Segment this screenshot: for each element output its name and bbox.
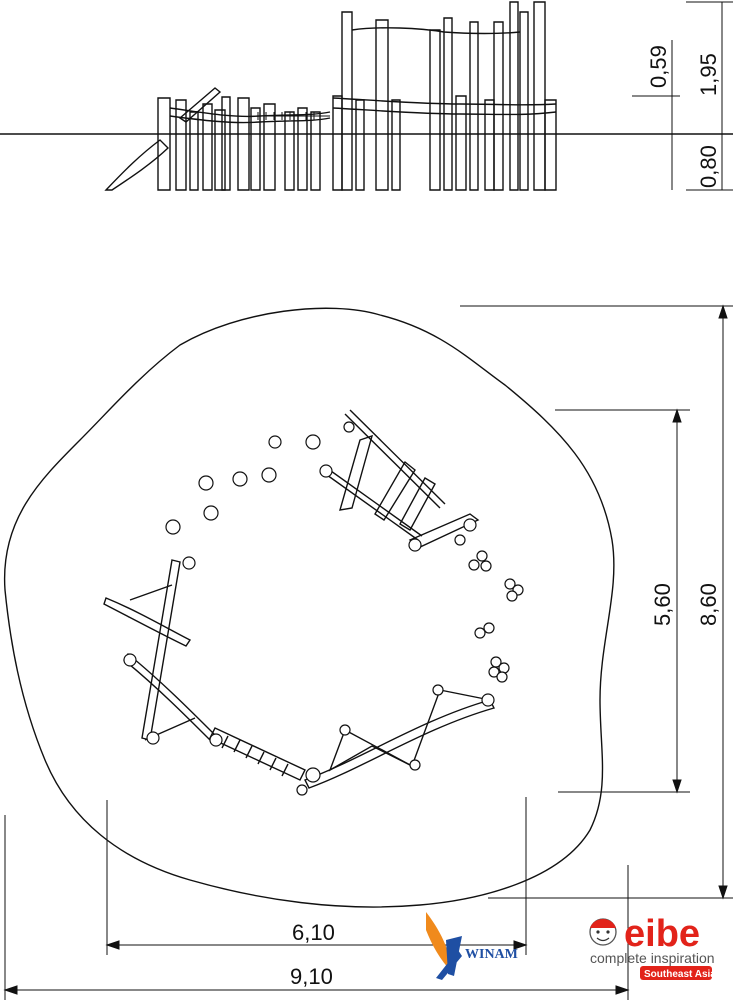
eibe-wordmark: eibe [624, 913, 700, 955]
winam-swoosh-icon [426, 912, 452, 972]
height-above-label: 0,59 [646, 45, 671, 88]
mid-beam-2 [332, 107, 557, 116]
left-climber [103, 559, 219, 746]
mid-beam [332, 97, 557, 106]
plan-dimensions [3, 304, 733, 1000]
elevation-dimensions [632, 1, 733, 191]
inner-width-label: 6,10 [292, 920, 335, 945]
eibe-tagline: complete inspiration [590, 950, 715, 966]
net-climber [304, 689, 496, 789]
elevation-view [0, 1, 733, 191]
outer-width-label: 9,10 [290, 964, 333, 989]
low-beam-2 [169, 115, 331, 124]
stepping-posts [123, 421, 524, 796]
outer-height-label: 8,60 [696, 583, 721, 626]
rope-bridge [209, 727, 306, 781]
low-posts [157, 96, 321, 191]
bridge-slats [255, 112, 330, 120]
winam-logo: WINAM [426, 912, 518, 980]
depth-below-label: 0,80 [696, 145, 721, 188]
eibe-region-text: Southeast Asia [644, 969, 716, 980]
height-total-label: 1,95 [696, 53, 721, 96]
eibe-logo: eibe complete inspiration Southeast Asia [589, 913, 716, 980]
winam-figure-icon [436, 936, 462, 980]
plan-view [3, 307, 615, 908]
inner-height-label: 5,60 [650, 583, 675, 626]
slide [104, 139, 170, 191]
winam-text: WINAM [465, 947, 518, 962]
climbing-ladder [319, 409, 480, 549]
tall-posts [332, 1, 557, 191]
safety-area-outline [3, 307, 615, 908]
eibe-face-icon [589, 918, 617, 946]
eibe-region-badge [640, 966, 712, 980]
top-rope [351, 27, 521, 35]
diagonal-log [178, 87, 222, 123]
